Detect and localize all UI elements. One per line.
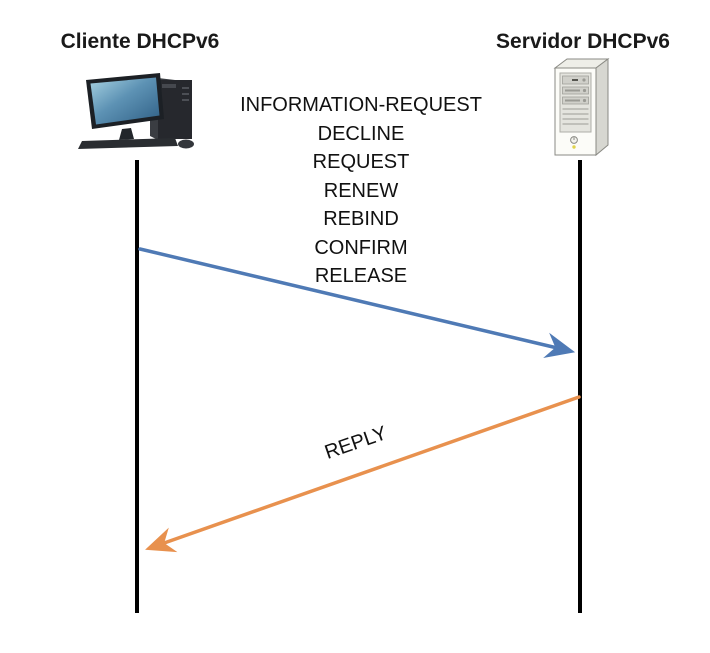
monitor-stand (119, 128, 134, 140)
keyboard (78, 138, 178, 149)
reply-label: REPLY (321, 422, 390, 464)
message-label: RENEW (323, 179, 399, 202)
reply-arrow (145, 395, 581, 553)
message-label: INFORMATION-REQUEST (240, 94, 482, 116)
message-label: REQUEST (312, 151, 410, 173)
message-label: CONFIRM (314, 236, 408, 259)
client-computer-icon (78, 73, 194, 149)
message-label: REBIND (323, 208, 399, 230)
message-label: DECLINE (317, 122, 405, 145)
server-title: Servidor DHCPv6 (496, 30, 670, 53)
server-lifeline (578, 160, 582, 613)
tower-front (158, 80, 192, 139)
request-message-list: INFORMATION-REQUEST DECLINE REQUEST RENEW RE… (211, 91, 511, 291)
client-lifeline (135, 160, 139, 613)
client-title: Cliente DHCPv6 (60, 30, 220, 53)
server-led (572, 145, 576, 149)
mouse (178, 139, 194, 149)
server-tower-icon (553, 58, 610, 157)
server-side (595, 58, 609, 157)
message-label: RELEASE (314, 265, 408, 287)
monitor-screen (90, 77, 160, 125)
